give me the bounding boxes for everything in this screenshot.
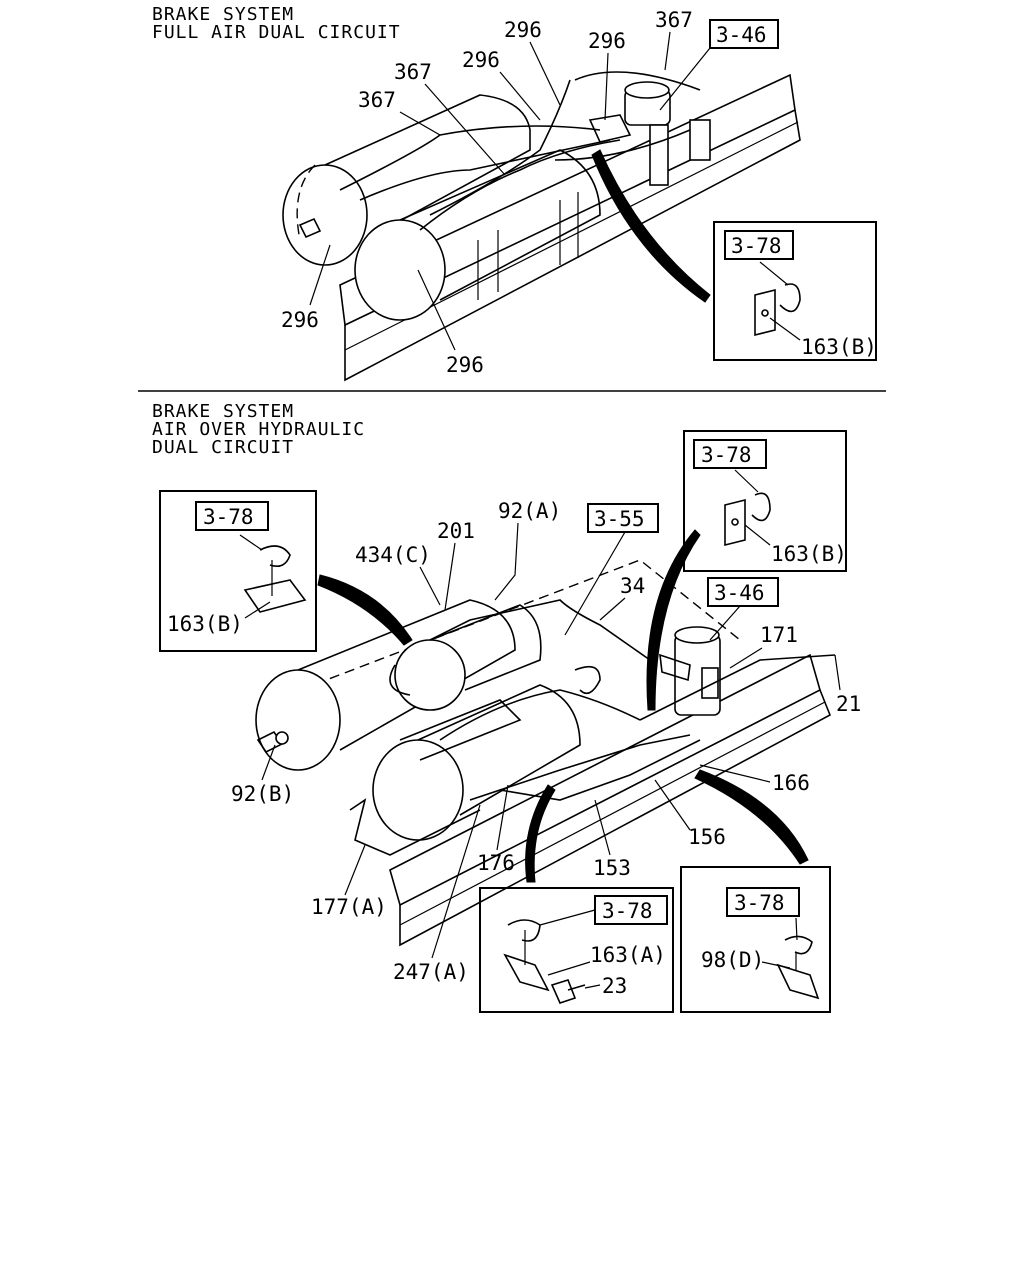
434c-label: 434(C) <box>355 543 431 567</box>
top-296-label-e: 296 <box>446 353 484 377</box>
247a-label: 247(A) <box>393 960 469 984</box>
bottom-title-line2: AIR OVER HYDRAULIC <box>152 419 365 440</box>
bottom-valve <box>659 626 721 716</box>
detail-box-bottom-left: 3-78 163(A) 23 <box>479 887 674 1013</box>
top-detail-box: 3-78 163(B) <box>713 221 877 361</box>
34-label: 34 <box>620 574 645 598</box>
176-label: 176 <box>477 851 515 875</box>
ref-378-bottom-right: 3-78 <box>734 891 785 915</box>
ref-378-left: 3-78 <box>203 505 254 529</box>
98d-label: 98(D) <box>701 948 764 972</box>
177a-label: 177(A) <box>311 895 387 919</box>
pointer-bottom-left <box>525 784 556 883</box>
top-ref-378: 3-78 <box>731 234 782 258</box>
ref-378-right: 3-78 <box>701 443 752 467</box>
bottom-title-line1: BRAKE SYSTEM <box>152 401 294 422</box>
ref-378-bottom-left: 3-78 <box>602 899 653 923</box>
156-label: 156 <box>688 825 726 849</box>
pointer-left <box>317 574 413 646</box>
21-label: 21 <box>836 692 861 716</box>
top-367-label-b: 367 <box>394 60 432 84</box>
bottom-brake-lines <box>429 599 836 801</box>
top-labels: 296 296 367 3-46 296 367 367 296 296 <box>281 8 779 377</box>
153-label: 153 <box>593 856 631 880</box>
92a-label: 92(A) <box>498 499 561 523</box>
bottom-section: BRAKE SYSTEM AIR OVER HYDRAULIC DUAL CIR… <box>152 401 861 1013</box>
163b-label-left: 163(B) <box>167 612 243 636</box>
top-air-tank-rear <box>282 94 531 266</box>
bottom-air-tank-rear <box>255 599 516 771</box>
top-296-label-d: 296 <box>281 308 319 332</box>
top-hoses <box>339 71 701 231</box>
detail-box-left: 3-78 163(B) <box>159 490 317 652</box>
bottom-title-line3: DUAL CIRCUIT <box>152 437 294 458</box>
pointer-top-right <box>646 529 701 711</box>
201-label: 201 <box>437 519 475 543</box>
bottom-labels: 434(C) 201 92(A) 3-55 34 3-46 171 21 92(… <box>231 499 861 984</box>
top-296-label-a: 296 <box>504 18 542 42</box>
171-label: 171 <box>760 623 798 647</box>
bottom-air-tank-front <box>349 684 581 856</box>
23-label: 23 <box>602 974 627 998</box>
top-367-label-c: 367 <box>358 88 396 112</box>
top-title-line1: BRAKE SYSTEM <box>152 4 294 25</box>
166-label: 166 <box>772 771 810 795</box>
detail-box-right: 3-78 163(B) <box>683 430 847 572</box>
top-296-label-c: 296 <box>462 48 500 72</box>
92b-label: 92(B) <box>231 782 294 806</box>
top-valve <box>588 81 711 186</box>
ref-355: 3-55 <box>594 507 645 531</box>
ref-346: 3-46 <box>714 581 765 605</box>
pointer-bottom-right <box>694 769 809 865</box>
top-detail-pointer <box>591 149 711 303</box>
top-367-label-a: 367 <box>655 8 693 32</box>
top-section: BRAKE SYSTEM FULL AIR DUAL CIRCUIT <box>152 4 877 382</box>
top-ref-346: 3-46 <box>716 23 767 47</box>
top-163b-label: 163(B) <box>801 335 877 359</box>
163b-label-right: 163(B) <box>771 542 847 566</box>
top-296-label-b: 296 <box>588 29 626 53</box>
top-title-line2: FULL AIR DUAL CIRCUIT <box>152 22 401 43</box>
detail-box-bottom-right: 3-78 98(D) <box>680 866 831 1013</box>
163a-label: 163(A) <box>590 943 666 967</box>
top-air-tank-front <box>354 149 601 321</box>
